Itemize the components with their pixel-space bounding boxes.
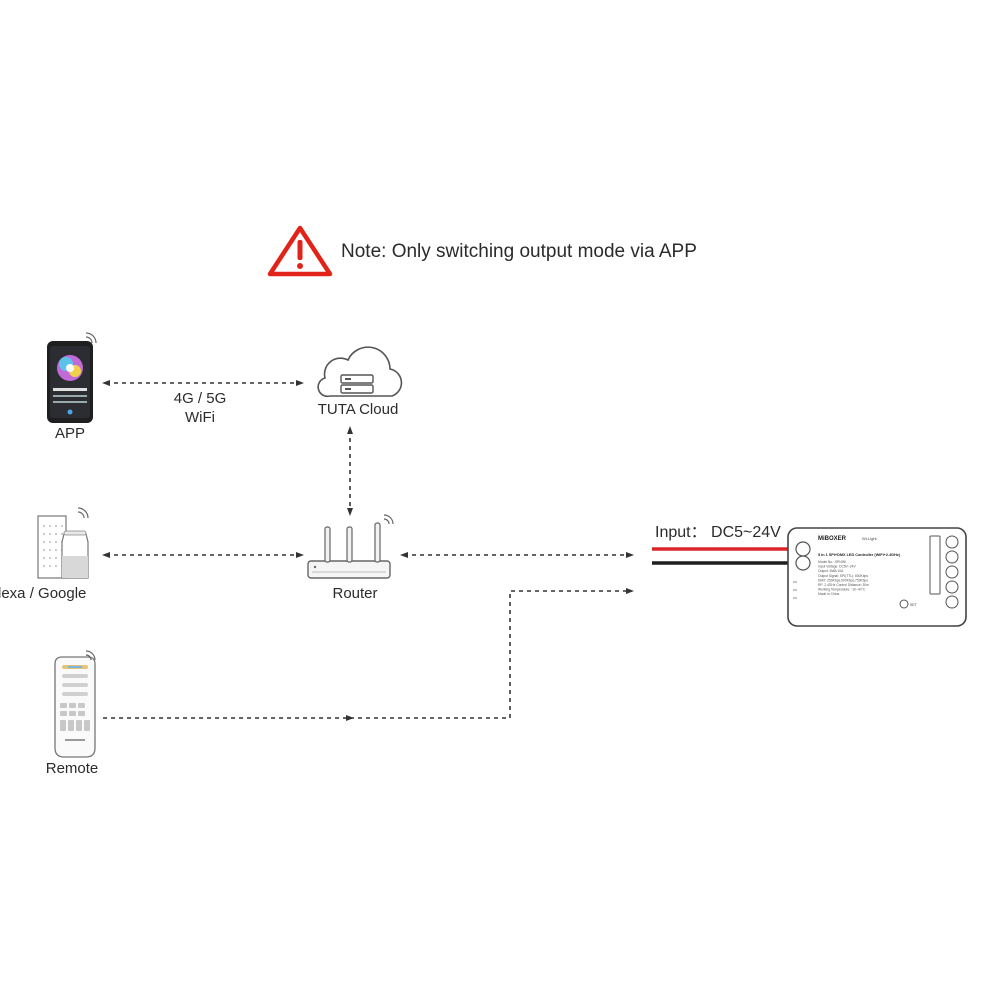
controller-spec-line: Working Temperature: -10~40°C	[818, 588, 866, 592]
cloud-server-icon	[317, 346, 403, 398]
controller-spec-line: RF: 2.4GHz Control Distance: 30m	[818, 583, 869, 587]
controller-brand: MiBOXER	[818, 536, 847, 542]
remote-control-icon	[54, 650, 96, 758]
input-wires	[652, 547, 792, 565]
smartphone-icon	[47, 332, 97, 423]
controller-spec-line: Output: 6WA 10A	[818, 569, 844, 573]
led-controller: MiBOXER Wi-Light 5 in 1 SPI+DMX LED Cont…	[787, 527, 967, 627]
controller-spec-line: Output Signal: SPI(TTL): 800Kbps	[818, 574, 868, 578]
controller-spec-line: DMX: 250Kbps,500Kbps,750Kbps	[818, 578, 868, 582]
controller-spec-line: Made in China	[818, 592, 839, 596]
wifi-router-icon	[307, 514, 394, 579]
controller-spec-line: Input Voltage: DC5V~24V	[818, 565, 856, 569]
app-cloud-link-label: 4G / 5G WiFi	[160, 389, 240, 427]
controller-set-label: SET	[910, 603, 918, 607]
controller-series: Wi-Light	[862, 536, 878, 541]
link-label-line1: 4G / 5G	[173, 390, 227, 407]
link-remote-controller	[350, 588, 634, 719]
input-voltage-label: Input： DC5~24V	[655, 524, 781, 541]
remote-label: Remote	[45, 760, 99, 777]
smart-speaker-icon	[37, 507, 89, 579]
note-text: Note: Only switching output mode via APP	[341, 241, 697, 262]
router-label: Router	[332, 585, 378, 602]
link-label-line2: WiFi	[185, 409, 215, 426]
alexa-google-label: Alexa / Google	[0, 585, 87, 602]
controller-model-text: 5 in 1 SPI+DMX LED Controller (WiFi+2.4G…	[818, 553, 901, 557]
app-label: APP	[54, 425, 85, 442]
connection-lines	[102, 380, 634, 721]
warning-triangle-icon	[267, 225, 333, 277]
controller-spec-line: Model No.: SPI4WI	[818, 560, 846, 564]
cloud-label: TUTA Cloud	[317, 401, 399, 418]
